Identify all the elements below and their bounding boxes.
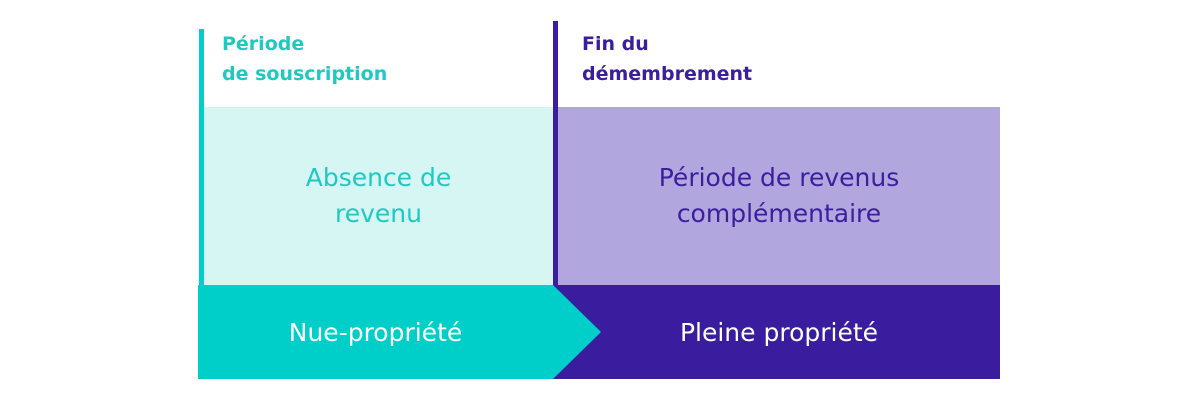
subscription-period-label-line1: Période xyxy=(222,33,305,55)
full-ownership-band xyxy=(553,285,1000,379)
additional-income-line2: complémentaire xyxy=(676,199,882,228)
additional-income-text: Période de revenus complémentaire xyxy=(659,160,899,232)
subscription-marker-line xyxy=(199,29,204,285)
subscription-period-label-line2: de souscription xyxy=(222,63,388,85)
dismemberment-end-marker-line xyxy=(553,21,558,285)
end-of-dismemberment-label: Fin du démembrement xyxy=(582,29,752,89)
no-income-line2: revenu xyxy=(335,199,422,228)
additional-income-panel: Période de revenus complémentaire xyxy=(558,107,1000,285)
end-of-dismemberment-label-line1: Fin du xyxy=(582,33,649,55)
additional-income-line1: Période de revenus xyxy=(658,163,900,192)
no-income-line1: Absence de xyxy=(305,163,452,192)
no-income-panel: Absence de revenu xyxy=(204,107,553,285)
bare-ownership-label: Nue-propriété xyxy=(288,317,463,347)
subscription-period-label: Période de souscription xyxy=(222,29,387,89)
end-of-dismemberment-label-line2: démembrement xyxy=(582,63,753,85)
bare-ownership-arrow-band xyxy=(198,285,601,379)
full-ownership-label: Pleine propriété xyxy=(679,317,879,347)
no-income-text: Absence de revenu xyxy=(306,160,452,232)
